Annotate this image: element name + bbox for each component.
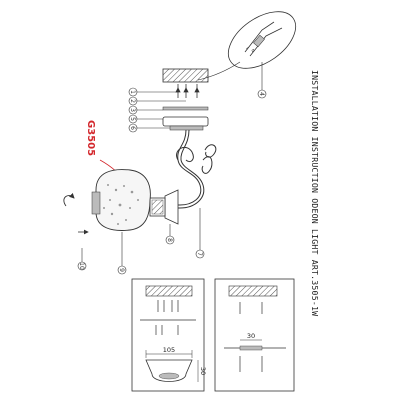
svg-text:2: 2 (129, 99, 136, 103)
ceiling-block (162, 68, 209, 83)
callout-8: 8 (165, 235, 175, 245)
callout-1: 1 (128, 87, 138, 97)
svg-text:6: 6 (129, 126, 136, 130)
callout-10: 10 (77, 261, 87, 271)
callout-7: 7 (195, 249, 205, 259)
svg-text:1: 1 (129, 90, 136, 94)
dimension-height-label-left: 30 (199, 367, 207, 375)
wire-detail: L N (197, 11, 296, 90)
svg-text:9: 9 (118, 268, 125, 272)
callout-6: 6 (128, 123, 138, 133)
instruction-title: INSTALLATION INSTRUCTION ODEON LIGHT ART… (310, 70, 320, 316)
model-number: G3505 (85, 120, 96, 156)
lamp-arm (165, 129, 217, 209)
callout-4: 4 (257, 89, 267, 99)
dimension-height-label-right: 30 (247, 332, 255, 340)
dimension-width-label: 105 (163, 346, 175, 354)
detail-box-left: 105 30 (131, 278, 207, 392)
callout-5: 5 (128, 114, 138, 124)
svg-text:5: 5 (129, 117, 136, 121)
callout-3: 3 (128, 105, 138, 115)
svg-text:8: 8 (166, 238, 173, 242)
svg-text:N: N (250, 48, 256, 53)
svg-text:10: 10 (78, 262, 85, 270)
svg-text:L: L (245, 46, 251, 51)
detail-box-right: 30 (214, 278, 295, 392)
screws-top (175, 84, 200, 98)
canopy-cap (162, 116, 209, 127)
callout-2: 2 (128, 96, 138, 106)
svg-text:4: 4 (258, 92, 265, 96)
mounting-plate (162, 106, 209, 111)
svg-text:7: 7 (196, 252, 203, 256)
canopy-base (169, 125, 204, 131)
callout-leaders-top (137, 91, 186, 129)
glass-shade (91, 169, 151, 231)
callout-9: 9 (117, 265, 127, 275)
svg-text:3: 3 (129, 108, 136, 112)
rotate-arrow-icon (63, 192, 75, 207)
lamp-socket (149, 189, 179, 225)
